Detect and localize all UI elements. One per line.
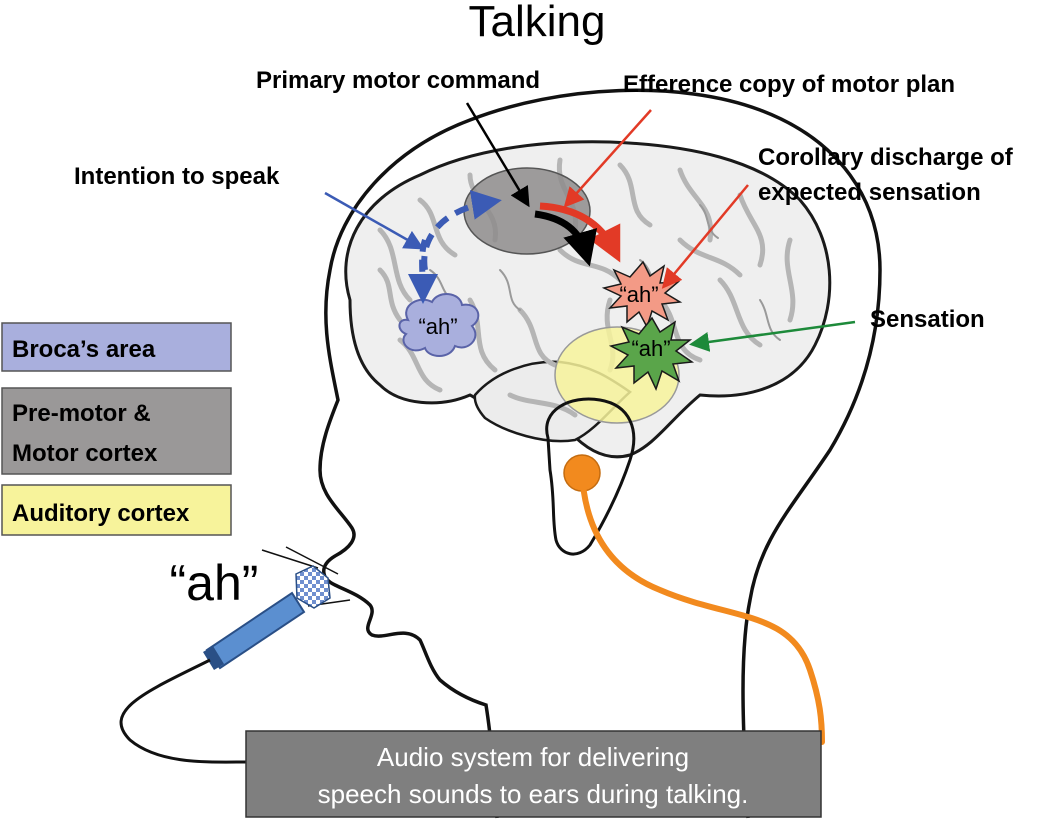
legend-auditory-swatch xyxy=(1,484,232,536)
legend-motor-label-line2: Motor cortex xyxy=(12,440,158,467)
legend-motor-swatch xyxy=(1,387,232,475)
intention-arrow-down xyxy=(407,239,438,304)
intention-label: Intention to speak xyxy=(74,163,280,190)
legend-motor-label-line1: Pre-motor & xyxy=(12,400,151,427)
corollary-pointer xyxy=(661,184,749,289)
sensation-bubble-text: “ah” xyxy=(631,336,670,361)
primary-motor-pointer xyxy=(465,102,530,208)
legend-broca-swatch xyxy=(1,322,232,372)
sound-line-1 xyxy=(261,549,319,569)
sensation-pointer xyxy=(689,320,856,352)
spoken-ah-text: “ah” xyxy=(170,555,259,611)
microphone-handle-end xyxy=(203,646,224,670)
audio-box-line2: speech sounds to ears during talking. xyxy=(318,779,749,809)
diagram-title: Talking xyxy=(469,0,606,46)
sensation-burst xyxy=(608,316,695,392)
microphone-head xyxy=(295,565,331,609)
efference-label: Efference copy of motor plan xyxy=(623,71,955,98)
audio-box-line1: Audio system for delivering xyxy=(377,742,689,772)
efference-pointer xyxy=(563,109,652,208)
primary-motor-label: Primary motor command xyxy=(256,67,540,94)
earphone-cable xyxy=(579,470,825,745)
efference-curved-arrow xyxy=(539,202,621,263)
sensation-label: Sensation xyxy=(870,306,985,333)
microphone-cable xyxy=(119,658,249,764)
intention-pointer xyxy=(324,191,425,250)
audio-system-box xyxy=(245,730,822,818)
microphone xyxy=(119,546,351,764)
motor-curved-arrow xyxy=(534,210,598,267)
corollary-bubble-text: “ah” xyxy=(619,282,658,307)
ear-outline xyxy=(545,397,636,556)
sound-line-2 xyxy=(285,546,339,575)
corollary-label-line1: Corollary discharge of xyxy=(758,144,1014,171)
corollary-label-line2: expected sensation xyxy=(758,179,981,206)
legend-auditory-label: Auditory cortex xyxy=(12,500,190,527)
legend: Broca’s area Pre-motor & Motor cortex Au… xyxy=(1,322,232,536)
legend-broca-label: Broca’s area xyxy=(12,336,156,363)
broca-bubble-text: “ah” xyxy=(418,314,457,339)
